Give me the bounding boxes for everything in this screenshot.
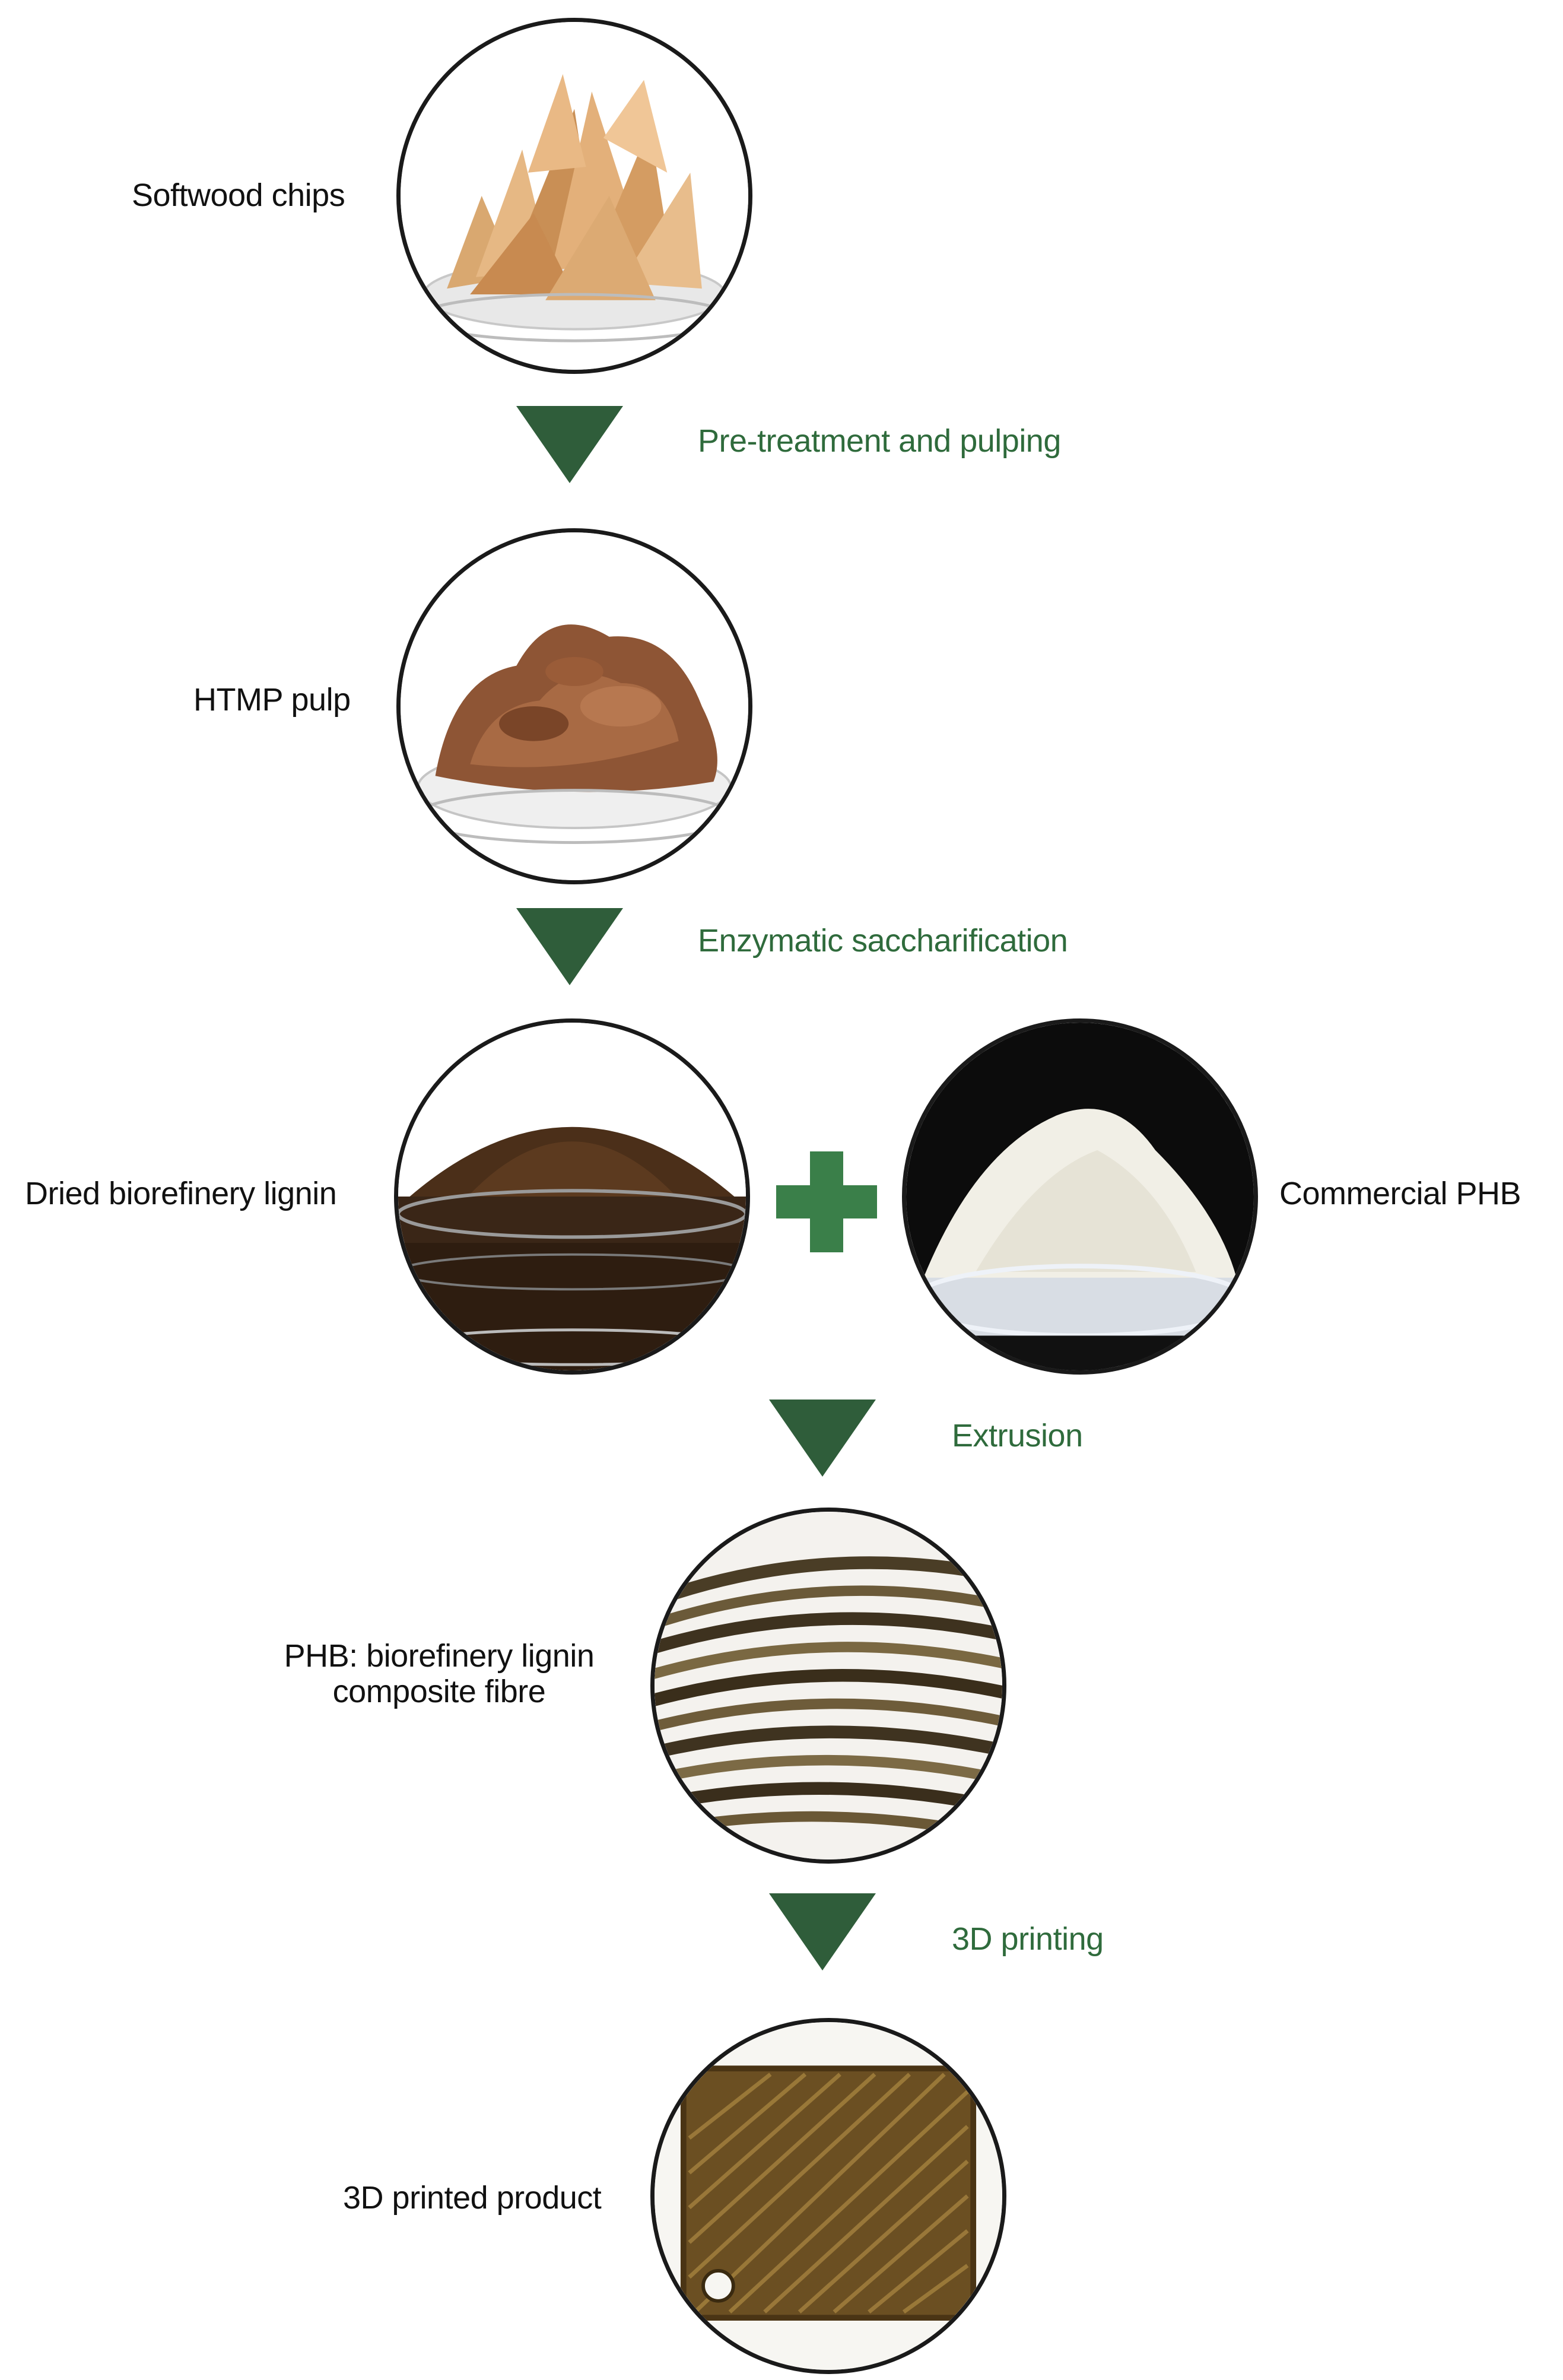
printed-product-photo [650, 2018, 1006, 2374]
htmp-pulp-photo [396, 528, 752, 884]
node-label-composite-fibre-line1: PHB: biorefinery lignin [284, 1638, 595, 1674]
node-label-htmp-pulp: HTMP pulp [193, 682, 351, 718]
node-label-composite-fibre-line2: composite fibre [332, 1674, 546, 1709]
step-label-3d-printing: 3D printing [952, 1921, 1104, 1957]
step-label-pretreatment: Pre-treatment and pulping [698, 423, 1061, 459]
process-arrow-4 [769, 1893, 876, 1970]
process-arrow-1 [516, 406, 623, 483]
node-label-dried-lignin: Dried biorefinery lignin [25, 1176, 337, 1211]
phb-powder-photo [902, 1018, 1258, 1375]
plus-icon [776, 1151, 877, 1252]
step-label-saccharification: Enzymatic saccharification [698, 923, 1068, 959]
composite-fibre-photo [650, 1508, 1006, 1864]
process-arrow-3 [769, 1400, 876, 1477]
process-arrow-2 [516, 908, 623, 985]
dried-lignin-photo [394, 1018, 750, 1375]
node-label-composite-fibre: PHB: biorefinery lignin composite fibre [237, 1638, 641, 1709]
node-label-3d-printed-product: 3D printed product [343, 2180, 602, 2216]
step-label-extrusion: Extrusion [952, 1418, 1083, 1454]
node-label-commercial-phb: Commercial PHB [1279, 1176, 1521, 1211]
node-label-softwood-chips: Softwood chips [132, 177, 345, 213]
softwood-chips-photo [396, 18, 752, 374]
